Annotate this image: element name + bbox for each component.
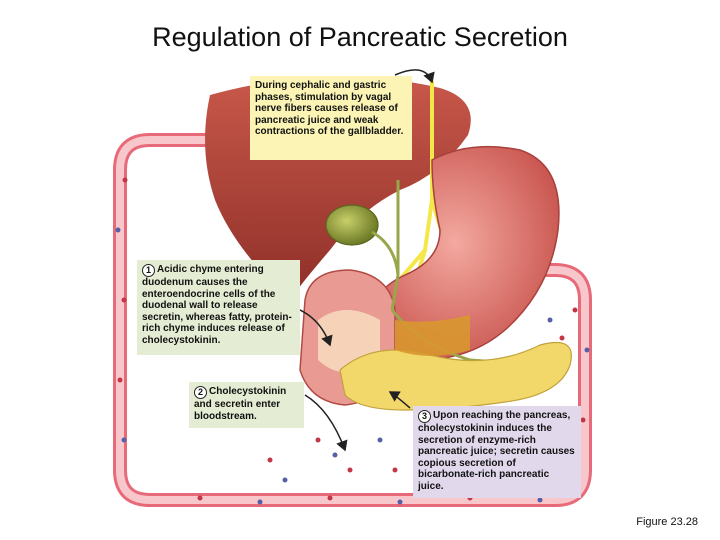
cephalic-phase-box: During cephalic and gastric phases, stim… [250,76,412,160]
figure-label: Figure 23.28 [636,516,698,528]
step3-number: 3 [418,410,431,423]
step1-number: 1 [142,264,155,277]
step2-number: 2 [194,386,207,399]
cephalic-phase-text: During cephalic and gastric phases, stim… [255,80,403,137]
gallbladder [326,205,378,245]
step1-text: Acidic chyme entering duodenum causes th… [142,264,292,346]
step2-text: Cholecystokinin and secretin enter blood… [194,386,286,422]
step3-text: Upon reaching the pancreas, cholecystoki… [418,410,575,492]
